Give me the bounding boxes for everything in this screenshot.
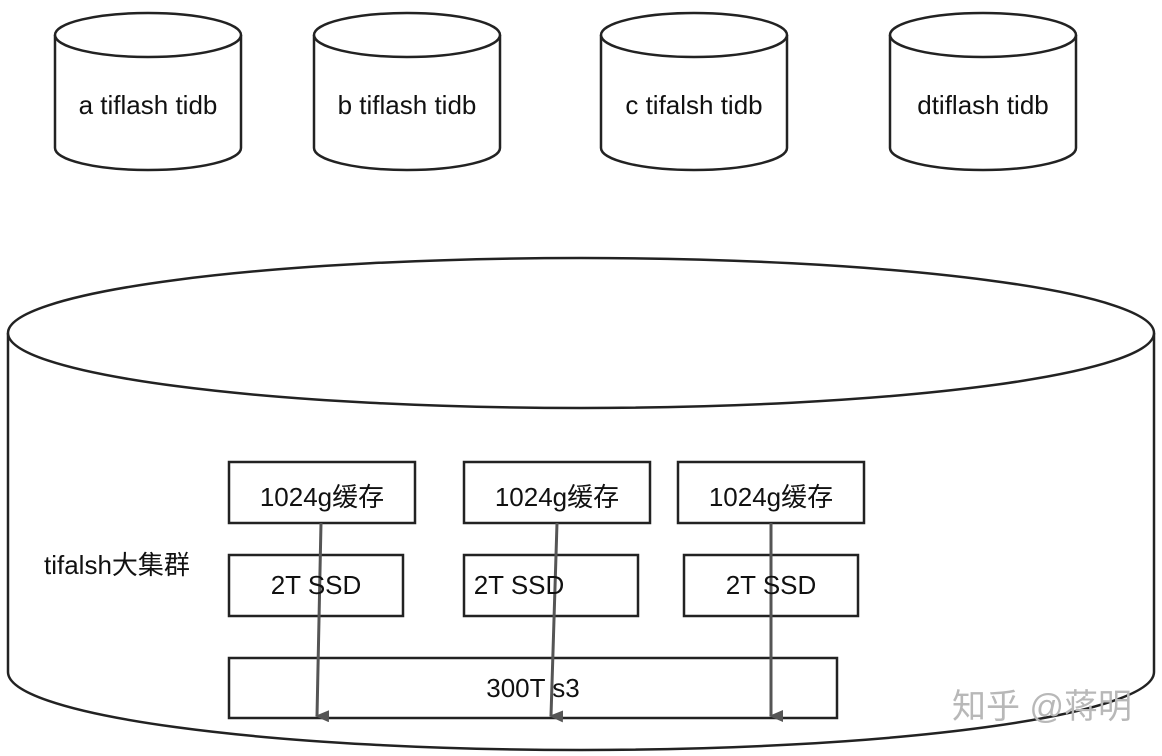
cache-label-2: 1024g缓存: [494, 482, 620, 512]
cache-box-3: [676, 460, 866, 525]
ssd-box-2: [462, 553, 640, 618]
node-label-a: a tiflash tidb: [78, 90, 218, 120]
storage-box: [227, 656, 839, 720]
cache-box-1: [227, 460, 417, 525]
arrow-2: [549, 522, 564, 723]
ssd-label-2: 2T SSD: [473, 570, 565, 600]
cylinder-node-b: [312, 11, 502, 172]
arrow-1: [315, 522, 330, 723]
ssd-label-3: 2T SSD: [725, 570, 817, 600]
cache-label-3: 1024g缓存: [708, 482, 834, 512]
node-label-b: b tiflash tidb: [337, 90, 477, 120]
cluster-label: tifalsh大集群: [44, 550, 190, 580]
ssd-label-1: 2T SSD: [270, 570, 362, 600]
watermark: 知乎 @蒋明: [952, 688, 1132, 726]
ssd-box-1: [227, 553, 405, 618]
cluster-cylinder: [6, 256, 1156, 752]
cache-box-2: [462, 460, 652, 525]
node-label-d: dtiflash tidb: [917, 90, 1049, 120]
cache-label-1: 1024g缓存: [259, 482, 385, 512]
cylinder-node-a: [53, 11, 243, 172]
storage-label: 300T s3: [486, 673, 580, 703]
cylinder-node-d: [888, 11, 1078, 172]
node-label-c: c tifalsh tidb: [625, 90, 763, 120]
cylinder-node-c: [599, 11, 789, 172]
